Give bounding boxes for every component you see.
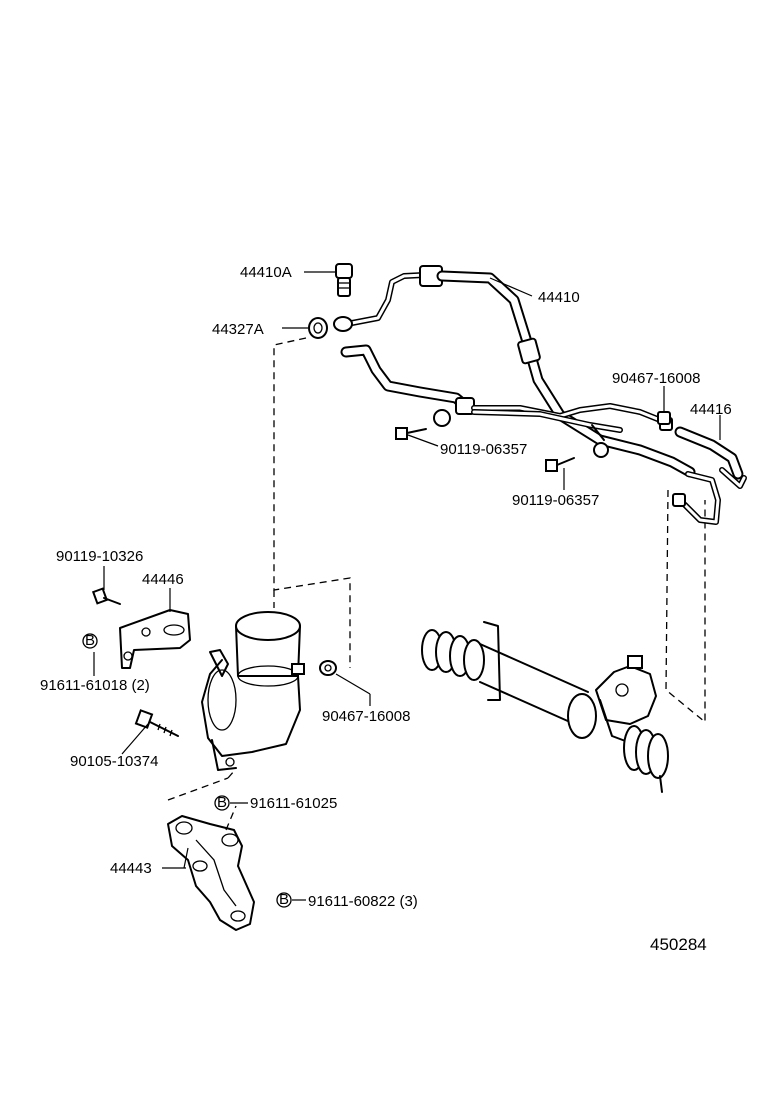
banjo-bolt-44410A — [335, 263, 353, 297]
label-44410: 44410 — [538, 289, 580, 306]
bracket-44443 — [167, 815, 255, 931]
label-90467-16008-upper: 90467-16008 — [612, 370, 700, 387]
return-tube — [659, 417, 747, 525]
label-44327A: 44327A — [212, 321, 264, 338]
bolt-90105-10374 — [134, 709, 179, 737]
pressure-hose — [333, 265, 696, 478]
bracket-44446 — [119, 609, 191, 669]
label-91611-61018: 91611-61018 (2) — [40, 677, 150, 694]
gasket-44327A — [308, 317, 328, 339]
bolt-90119-06357-a — [395, 427, 427, 440]
label-91611-60822: 91611-60822 (3) — [308, 893, 418, 910]
leader-lines — [93, 271, 721, 901]
label-44446: 44446 — [142, 571, 184, 588]
svg-text:B: B — [85, 632, 95, 649]
bolt-90119-06357-b — [545, 457, 575, 472]
stud-marker-icon-2: B — [214, 794, 230, 811]
label-44443: 44443 — [110, 860, 152, 877]
label-90467-16008-pump: 90467-16008 — [322, 708, 410, 725]
power-steering-pump — [201, 611, 305, 771]
return-hose — [340, 344, 663, 458]
bolt-90119-10326 — [91, 587, 121, 605]
svg-text:B: B — [217, 794, 227, 811]
clip-90467-16008-upper — [657, 411, 671, 425]
clip-90467-16008-pump — [319, 660, 337, 676]
label-90119-10326: 90119-10326 — [56, 548, 143, 565]
stud-marker-icon-1: B — [82, 632, 98, 649]
label-90119-06357-a: 90119-06357 — [440, 441, 527, 458]
label-91611-61025: 91611-61025 — [250, 795, 337, 812]
diagram-id: 450284 — [650, 935, 707, 954]
label-90119-06357-b: 90119-06357 — [512, 492, 599, 509]
svg-text:B: B — [279, 891, 289, 908]
stud-marker-icon-3: B — [276, 891, 292, 908]
label-44416: 44416 — [690, 401, 732, 418]
steering-gear-rack — [421, 621, 669, 793]
assembly-guide-lines — [167, 337, 706, 831]
label-44410A: 44410A — [240, 264, 292, 281]
label-90105-10374: 90105-10374 — [70, 753, 158, 770]
